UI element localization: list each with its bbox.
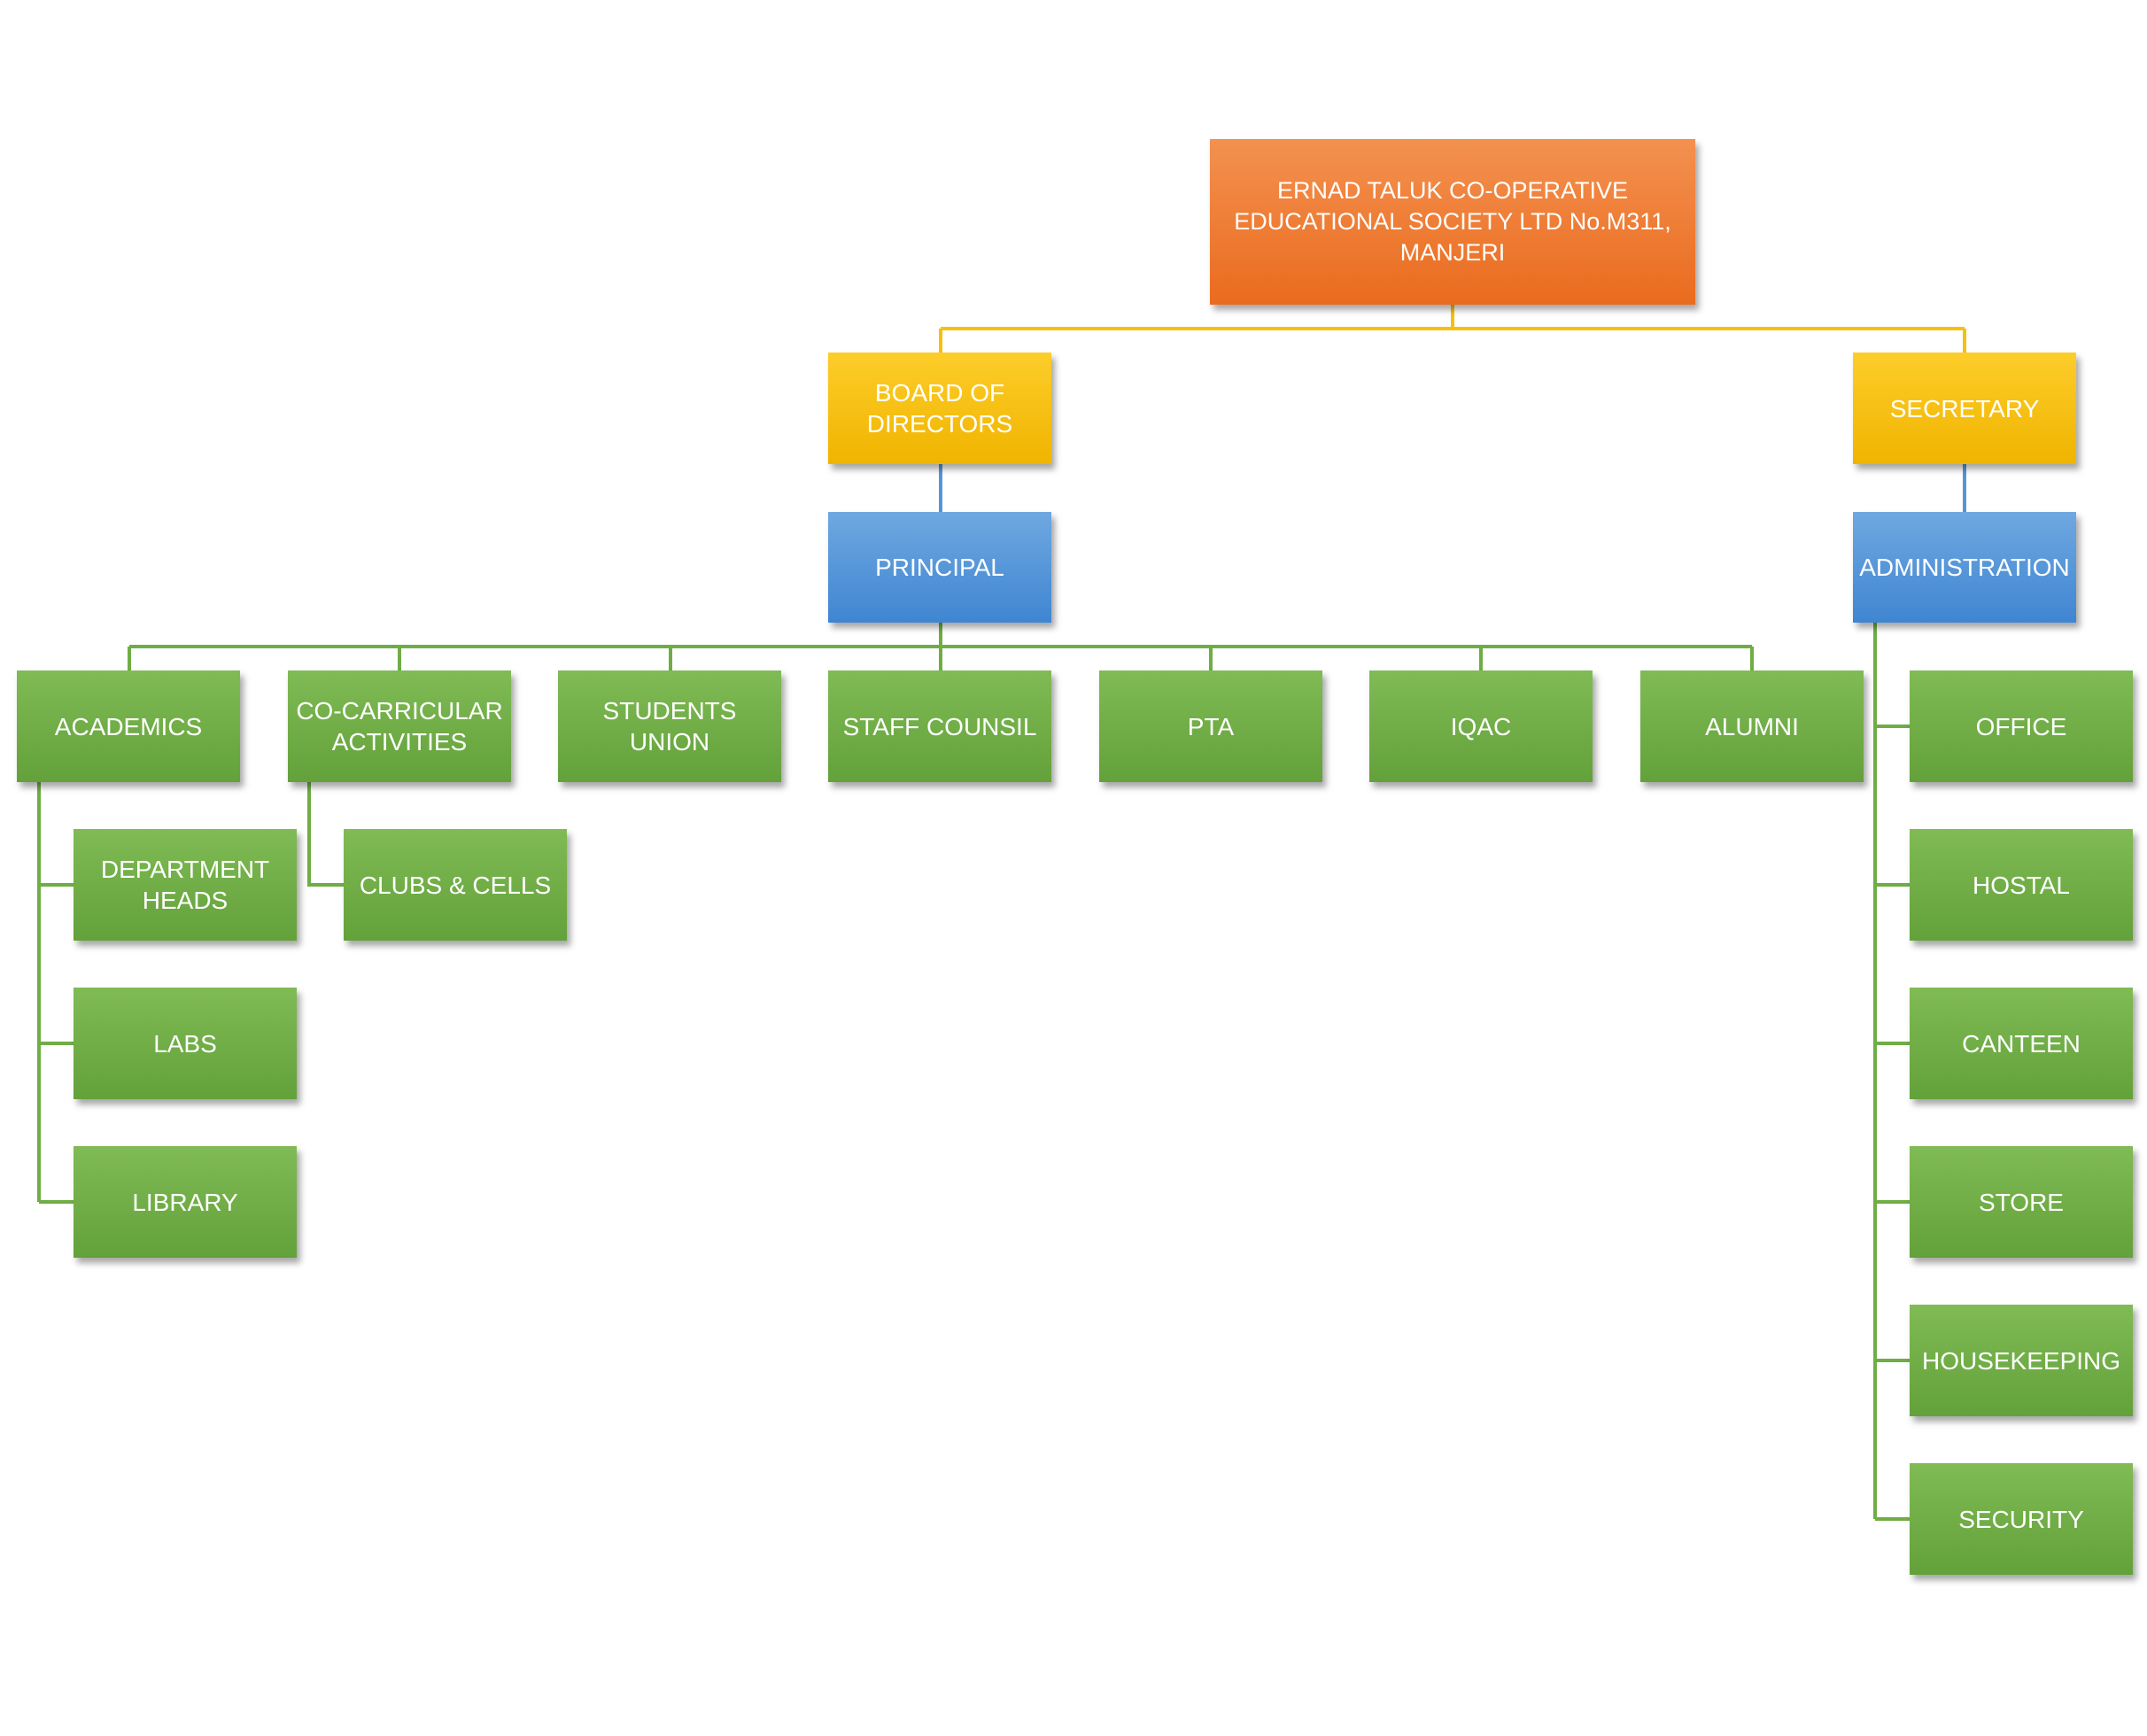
node-academics: ACADEMICS xyxy=(17,670,240,782)
node-library-label: LIBRARY xyxy=(132,1188,238,1216)
node-canteen: CANTEEN xyxy=(1910,988,2133,1099)
node-staff-counsil: STAFF COUNSIL xyxy=(828,670,1051,782)
node-board-of-directors: BOARD OF DIRECTORS xyxy=(828,353,1051,464)
node-clubs-cells-label: CLUBS & CELLS xyxy=(359,871,552,899)
node-canteen-label: CANTEEN xyxy=(1962,1029,2081,1058)
node-library: LIBRARY xyxy=(74,1146,297,1258)
node-store: STORE xyxy=(1910,1146,2133,1258)
node-alumni-label: ALUMNI xyxy=(1705,712,1799,740)
node-society-label: ERNAD TALUK CO-OPERATIVE EDUCATIONAL SOC… xyxy=(1234,177,1671,266)
node-hostal: HOSTAL xyxy=(1910,829,2133,941)
node-department-heads-label: DEPARTMENT HEADS xyxy=(100,856,270,914)
node-office-label: OFFICE xyxy=(1975,712,2067,740)
node-cocurricular-activities: CO-CARRICULAR ACTIVITIES xyxy=(288,670,511,782)
node-housekeeping: HOUSEKEEPING xyxy=(1910,1305,2133,1416)
node-pta: PTA xyxy=(1099,670,1322,782)
node-security: SECURITY xyxy=(1910,1463,2133,1575)
node-principal: PRINCIPAL xyxy=(828,512,1051,623)
node-cocurricular-activities-label: CO-CARRICULAR ACTIVITIES xyxy=(296,697,503,756)
node-store-label: STORE xyxy=(1979,1188,2064,1216)
connector-root-management xyxy=(939,305,1966,353)
node-administration: ADMINISTRATION xyxy=(1853,512,2076,623)
node-security-label: SECURITY xyxy=(1958,1505,2084,1533)
node-housekeeping-label: HOUSEKEEPING xyxy=(1921,1346,2121,1375)
node-clubs-cells: CLUBS & CELLS xyxy=(344,829,567,941)
node-alumni: ALUMNI xyxy=(1640,670,1864,782)
node-staff-counsil-label: STAFF COUNSIL xyxy=(842,712,1037,740)
node-society: ERNAD TALUK CO-OPERATIVE EDUCATIONAL SOC… xyxy=(1210,139,1695,305)
connector-cocurricular-clubs xyxy=(307,782,344,887)
node-principal-label: PRINCIPAL xyxy=(875,554,1004,581)
connector-academics-subunits xyxy=(37,782,74,1204)
node-iqac: IQAC xyxy=(1369,670,1593,782)
node-iqac-label: IQAC xyxy=(1450,712,1512,740)
node-secretary-label: SECRETARY xyxy=(1889,394,2040,422)
node-department-heads: DEPARTMENT HEADS xyxy=(74,829,297,941)
node-office: OFFICE xyxy=(1910,670,2133,782)
node-students-union-label: STUDENTS UNION xyxy=(602,697,737,756)
node-labs-label: LABS xyxy=(153,1029,217,1058)
node-administration-label: ADMINISTRATION xyxy=(1859,554,2070,581)
node-academics-label: ACADEMICS xyxy=(54,712,203,740)
node-board-of-directors-label: BOARD OF DIRECTORS xyxy=(866,379,1013,438)
connector-administration-units xyxy=(1873,623,1910,1521)
node-secretary: SECRETARY xyxy=(1853,353,2076,464)
node-pta-label: PTA xyxy=(1187,712,1235,740)
connector-principal-units xyxy=(128,623,1754,670)
node-hostal-label: HOSTAL xyxy=(1973,871,2070,899)
node-labs: LABS xyxy=(74,988,297,1099)
node-students-union: STUDENTS UNION xyxy=(558,670,781,782)
